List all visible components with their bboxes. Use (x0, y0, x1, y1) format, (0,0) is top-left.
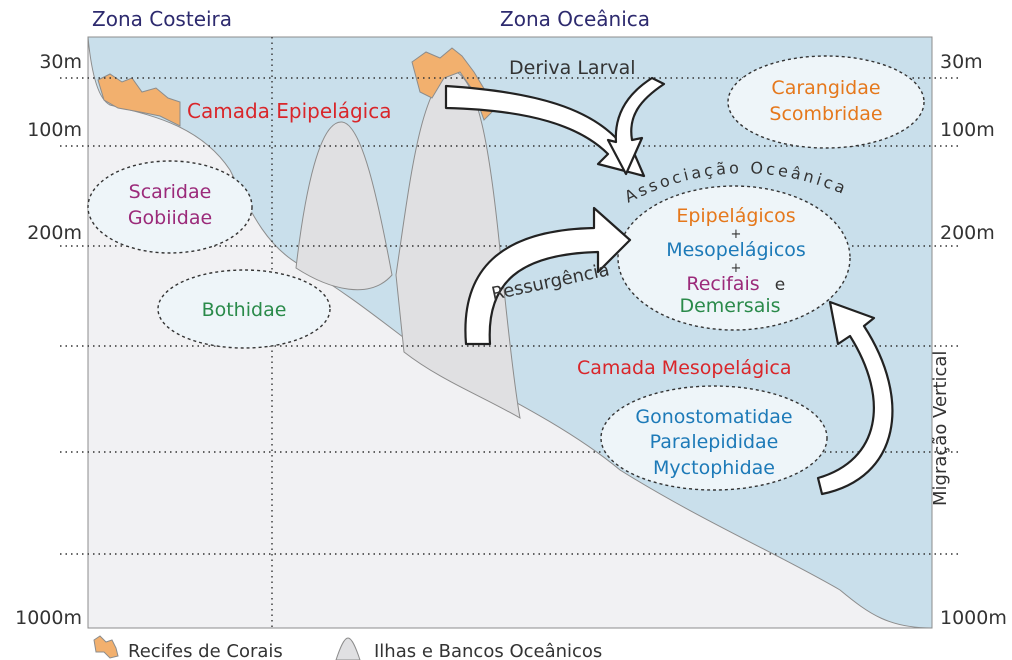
diagram-frame (87, 36, 933, 629)
gobiidae-label: Gobiidae (128, 207, 212, 229)
zone-coastal-label: Zona Costeira (92, 7, 232, 31)
mesopelagic-layer-label: Camada Mesopelágica (577, 357, 792, 379)
plus-sign-1: + (731, 227, 742, 242)
ellipse-carangidae (727, 55, 925, 149)
carangidae-label: Carangidae (771, 77, 880, 99)
ellipse-bothidae (157, 269, 331, 349)
larval-drift-return-arrow (606, 76, 666, 176)
depth-label-100-right: 100m (940, 119, 995, 141)
legend-island-swatch (335, 637, 361, 660)
process-arrows (444, 76, 894, 496)
and-label: e (775, 275, 785, 295)
vertical-migration-label: Migração Vertical (930, 351, 951, 506)
bothidae-label: Bothidae (202, 299, 287, 321)
depth-label-30-right: 30m (940, 51, 983, 73)
depth-label-200-left: 200m (27, 222, 82, 244)
legend-island-label: Ilhas e Bancos Oceânicos (374, 641, 602, 660)
gonostomatidae-label: Gonostomatidae (635, 406, 792, 428)
depth-labels-left: 30m 100m 200m 1000m (15, 51, 82, 629)
depth-labels-right: 30m 100m 200m 1000m (940, 51, 1007, 629)
legend-reef-label: Recifes de Corais (128, 641, 283, 660)
larval-drift-label: Deriva Larval (509, 57, 636, 79)
paralepididae-label: Paralepididae (650, 431, 779, 453)
depth-label-100-left: 100m (27, 119, 82, 141)
epipelagicos-label: Epipelágicos (676, 205, 795, 227)
vertical-migration-arrow (816, 300, 894, 496)
ellipse-gonostomatidae (600, 385, 828, 491)
scaridae-label: Scaridae (129, 181, 212, 203)
plus-sign-2: + (731, 261, 742, 276)
epipelagic-layer-label: Camada Epipelágica (187, 99, 391, 123)
zone-oceanic-label: Zona Oceânica (500, 7, 650, 31)
mesopelagicos-label: Mesopelágicos (666, 239, 806, 261)
legend: Recifes de Corais Ilhas e Bancos Oceânic… (93, 635, 602, 660)
demersais-label: Demersais (679, 295, 780, 317)
ellipse-association (617, 185, 851, 331)
ellipse-scaridae (87, 160, 253, 254)
scombridae-label: Scombridae (769, 103, 882, 125)
legend-reef-swatch (93, 635, 119, 659)
depth-label-1000-left: 1000m (15, 607, 82, 629)
myctophidae-label: Myctophidae (653, 457, 775, 479)
upwelling-arrow (464, 206, 632, 346)
seamount-small (295, 121, 393, 291)
depth-label-200-right: 200m (940, 222, 995, 244)
association-labels: Epipelágicos + Mesopelágicos + Recifais … (666, 205, 806, 317)
coral-reef-seamount (411, 47, 493, 121)
larval-drift-arrow (444, 84, 646, 178)
group-ellipses (87, 55, 925, 491)
depth-label-30-left: 30m (39, 51, 82, 73)
coral-reef-coastal (97, 73, 181, 127)
recifais-label: Recifais (686, 273, 759, 295)
depth-label-1000-right: 1000m (940, 607, 1007, 629)
family-labels: Carangidae Scombridae Scaridae Gobiidae … (128, 77, 883, 479)
